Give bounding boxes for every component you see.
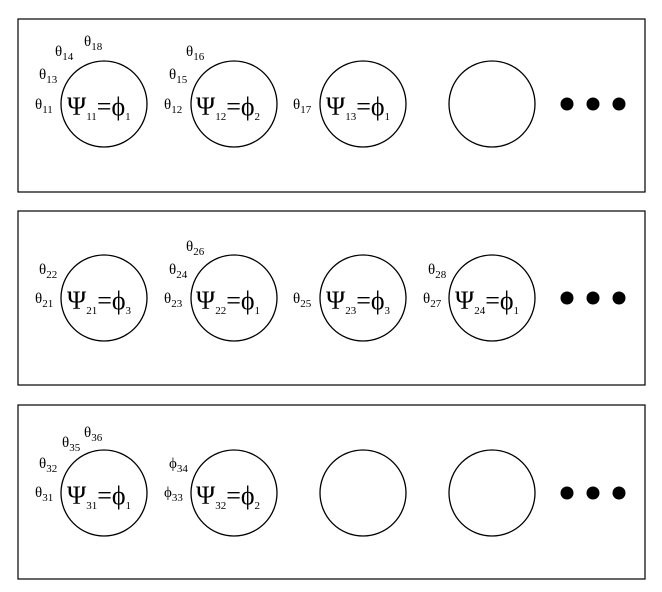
row-2-label: θ21 xyxy=(35,291,53,310)
row-1-circle-1 xyxy=(60,60,148,148)
row-2-formula-1: Ψ21=ϕ3 xyxy=(67,286,132,317)
row-2-label: θ22 xyxy=(39,262,57,281)
row-1-label: θ12 xyxy=(164,97,182,116)
row-2-label: θ24 xyxy=(169,262,188,281)
row-2-circle-1 xyxy=(60,254,148,342)
row-3-circle-3 xyxy=(319,449,407,537)
row-3-ellipsis-dot xyxy=(612,486,626,500)
row-1-label: θ16 xyxy=(186,44,205,63)
row-3-box xyxy=(17,404,646,580)
row-1-box xyxy=(17,18,646,193)
row-2-formula-2: Ψ22=ϕ1 xyxy=(196,286,260,317)
row-3-label: θ31 xyxy=(35,485,53,504)
row-3-label: θ35 xyxy=(62,435,81,454)
row-2-ellipsis-dot xyxy=(612,291,626,305)
row-2-circle-2 xyxy=(190,254,278,342)
row-3-ellipsis-dot xyxy=(586,486,600,500)
row-1-formula-3: Ψ13=ϕ1 xyxy=(326,92,390,123)
row-2-label: θ27 xyxy=(423,291,442,310)
row-2-label: θ23 xyxy=(164,291,183,310)
row-1-ellipsis-dot xyxy=(612,97,626,111)
row-1-circle-4 xyxy=(448,60,536,148)
row-3-formula-2: Ψ32=ϕ2 xyxy=(196,481,260,512)
row-1-circle-3 xyxy=(319,60,407,148)
row-3-circle-1 xyxy=(60,449,148,537)
row-2-label: θ25 xyxy=(293,291,312,310)
row-1-label: θ13 xyxy=(39,67,58,86)
row-3-circle-2 xyxy=(190,449,278,537)
row-3-ellipsis-dot xyxy=(560,486,574,500)
row-2-ellipsis-dot xyxy=(586,291,600,305)
row-2-ellipsis-dot xyxy=(560,291,574,305)
row-1-label: θ15 xyxy=(169,67,188,86)
row-3-circle-4 xyxy=(448,449,536,537)
row-1-label: θ18 xyxy=(84,34,103,53)
row-3-label: θ36 xyxy=(84,425,103,444)
row-2-circle-4 xyxy=(448,254,536,342)
row-1-label: θ14 xyxy=(55,44,74,63)
row-1-label: θ17 xyxy=(293,97,312,116)
row-2-formula-3: Ψ23=ϕ3 xyxy=(326,286,391,317)
row-3-label: ϕ33 xyxy=(164,485,183,504)
row-3-formula-1: Ψ31=ϕ1 xyxy=(67,481,131,512)
row-3-label: θ32 xyxy=(39,456,57,475)
row-2-circle-3 xyxy=(319,254,407,342)
row-2-label: θ26 xyxy=(186,239,205,258)
row-1-circle-2 xyxy=(190,60,278,148)
row-1-ellipsis-dot xyxy=(560,97,574,111)
row-2-label: θ28 xyxy=(428,262,447,281)
row-1-formula-2: Ψ12=ϕ2 xyxy=(196,92,260,123)
row-2-formula-4: Ψ24=ϕ1 xyxy=(455,286,519,317)
row-1-label: θ11 xyxy=(35,97,53,116)
row-1-ellipsis-dot xyxy=(586,97,600,111)
row-2-box xyxy=(17,210,646,386)
row-1-formula-1: Ψ11=ϕ1 xyxy=(67,92,131,123)
row-3-label: ϕ34 xyxy=(169,456,188,475)
